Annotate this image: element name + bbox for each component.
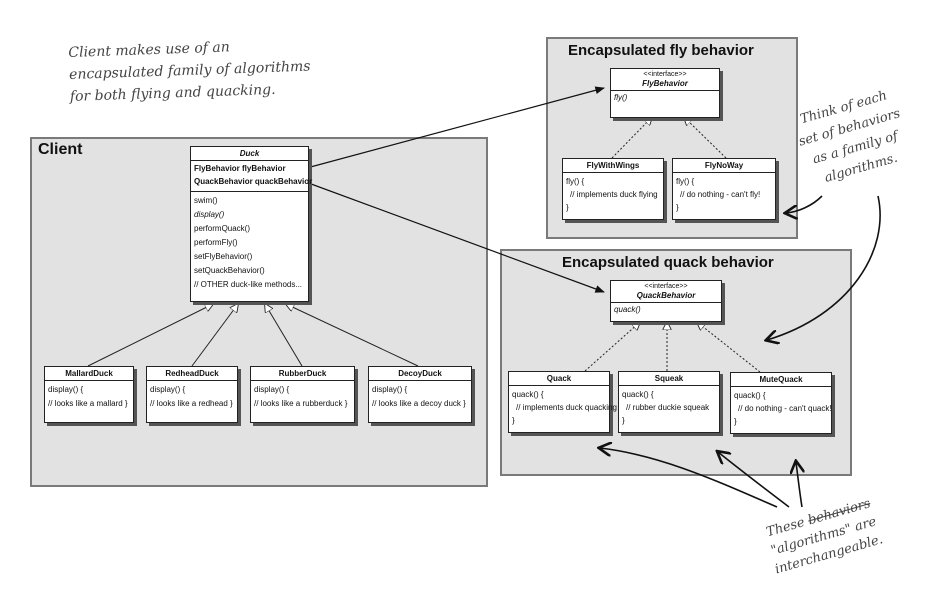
- redheadduck-class: RedheadDuck display() { // looks like a …: [146, 366, 238, 423]
- class-body-line: }: [676, 203, 679, 212]
- class-body-line: display() {: [48, 385, 84, 394]
- duck-class: Duck FlyBehavior flyBehavior QuackBehavi…: [190, 146, 313, 302]
- interface-stereotype: <<interface>>: [643, 71, 687, 78]
- duck-method: setFlyBehavior(): [194, 252, 253, 261]
- rubberduck-class: RubberDuck display() { // looks like a r…: [250, 366, 355, 423]
- class-body-line: }: [512, 416, 515, 425]
- mallardduck-class: MallardDuck display() { // looks like a …: [44, 366, 134, 423]
- class-body-line: }: [566, 203, 569, 212]
- flynoway-class-name: FlyNoWay: [673, 159, 775, 173]
- inherit-rubber-line: [265, 304, 303, 367]
- decoyduck-class: DecoyDuck display() { // looks like a de…: [368, 366, 472, 423]
- interface-stereotype: <<interface>>: [644, 283, 688, 290]
- flywithwings-class: FlyWithWings fly() { // implements duck …: [562, 158, 664, 220]
- rubberduck-class-name: RubberDuck: [251, 367, 354, 381]
- quack-class: Quack quack() { // implements duck quack…: [508, 371, 617, 433]
- mallardduck-class-name: MallardDuck: [45, 367, 133, 381]
- realize-quack-line: [584, 322, 640, 372]
- decoyduck-class-name: DecoyDuck: [369, 367, 471, 381]
- class-body-line: // looks like a decoy duck }: [372, 399, 466, 408]
- assoc-fly-arrow: [302, 86, 605, 170]
- flybehavior-name: FlyBehavior: [642, 79, 688, 88]
- inherit-mallard-line: [87, 304, 213, 367]
- class-body-line: }: [734, 417, 737, 426]
- duck-field: FlyBehavior flyBehavior: [194, 164, 286, 173]
- class-body-line: // looks like a mallard }: [48, 399, 128, 408]
- duck-method: display(): [194, 210, 225, 219]
- redheadduck-class-name: RedheadDuck: [147, 367, 237, 381]
- class-body-line: // do nothing - can't fly!: [680, 190, 761, 199]
- class-body-line: quack() {: [734, 391, 766, 400]
- flynoway-class: FlyNoWay fly() { // do nothing - can't f…: [672, 158, 776, 220]
- family-arrow-quack: [767, 195, 881, 340]
- class-body-line: // do nothing - can't quack!: [738, 404, 832, 413]
- fly-panel-title: Encapsulated fly behavior: [568, 42, 754, 59]
- realize-flynoway-line: [684, 117, 727, 159]
- client-panel-title: Client: [38, 141, 83, 158]
- class-body-line: display() {: [254, 385, 290, 394]
- duck-method: performQuack(): [194, 224, 251, 233]
- quackbehavior-interface: <<interface>> QuackBehavior quack(): [610, 280, 722, 322]
- squeak-class: Squeak quack() { // rubber duckie squeak…: [618, 371, 720, 433]
- quack-class-name: Quack: [509, 372, 609, 386]
- client-note: Client makes use of an encapsulated fami…: [68, 34, 312, 108]
- interchange-arrow-squeak: [718, 452, 790, 508]
- duck-fields: FlyBehavior flyBehavior QuackBehavior qu…: [191, 161, 313, 192]
- interface-method: quack(): [614, 305, 641, 314]
- class-body-line: // implements duck flying: [570, 190, 658, 199]
- flywithwings-class-name: FlyWithWings: [563, 159, 663, 173]
- family-arrow-fly: [786, 195, 823, 213]
- duck-method: swim(): [194, 196, 218, 205]
- duck-field: QuackBehavior quackBehavior: [194, 177, 313, 186]
- quack-panel-title: Encapsulated quack behavior: [562, 254, 774, 271]
- duck-methods: swim() display() performQuack() performF…: [191, 192, 308, 296]
- mutequack-class: MuteQuack quack() { // do nothing - can'…: [730, 372, 832, 434]
- class-body-line: fly() {: [676, 177, 695, 186]
- class-body-line: display() {: [372, 385, 408, 394]
- class-body-line: display() {: [150, 385, 186, 394]
- inherit-decoy-line: [286, 304, 419, 367]
- class-body-line: fly() {: [566, 177, 585, 186]
- assoc-quack-arrow: [302, 180, 605, 293]
- class-body-line: // implements duck quacking: [516, 403, 617, 412]
- inherit-redhead-line: [191, 304, 238, 367]
- class-body-line: // rubber duckie squeak: [626, 403, 710, 412]
- interchange-arrow-mutequack: [796, 462, 802, 508]
- class-body-line: // looks like a rubberduck }: [254, 399, 348, 408]
- class-body-line: }: [622, 416, 625, 425]
- flybehavior-interface: <<interface>> FlyBehavior fly(): [610, 68, 720, 118]
- squeak-class-name: Squeak: [619, 372, 719, 386]
- interface-method: fly(): [614, 93, 628, 102]
- realize-mutequack-line: [697, 322, 761, 373]
- class-body-line: quack() {: [622, 390, 654, 399]
- class-body-line: // looks like a redhead }: [150, 399, 233, 408]
- duck-method: // OTHER duck-like methods...: [194, 280, 303, 289]
- quackbehavior-name: QuackBehavior: [636, 291, 696, 300]
- class-body-line: quack() {: [512, 390, 544, 399]
- duck-class-name: Duck: [239, 149, 260, 158]
- realize-flywithwings-line: [611, 117, 652, 159]
- mutequack-class-name: MuteQuack: [731, 373, 831, 387]
- interchange-arrow-quack: [600, 448, 778, 508]
- duck-method: performFly(): [194, 238, 238, 247]
- duck-method: setQuackBehavior(): [194, 266, 265, 275]
